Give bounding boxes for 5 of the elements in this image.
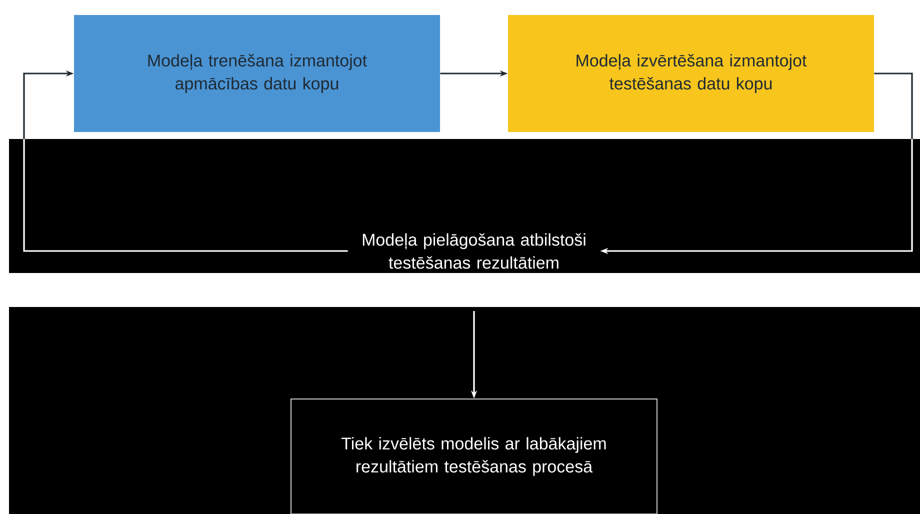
step-text: Modeļa pielāgošana atbilstoši testēšanas rezultātiem — [362, 233, 586, 269]
process-box: Modeļa trenēšana izmantojot apmācības datu kopu — [74, 15, 440, 132]
process-box: Modeļa izvērtēšana izmantojot testēšanas datu kopu — [508, 15, 874, 132]
result-box: Tiek izvēlēts modelis ar labākajiem rezultātiem testēšanas procesā — [290, 398, 658, 514]
arrow — [23, 70, 348, 252]
